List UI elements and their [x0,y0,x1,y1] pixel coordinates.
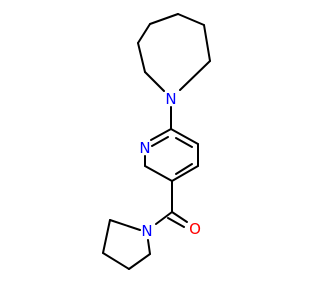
bond [179,60,211,91]
bond [171,165,199,182]
bond [147,239,151,255]
bond [171,211,188,223]
bond [144,165,173,182]
bond [128,253,151,270]
bond [102,252,130,270]
bond [175,137,193,148]
pyridine-ring [144,128,199,182]
bond [102,219,111,254]
bond [203,24,211,62]
pyrrolidine-ring [102,219,151,270]
molecule-structure: N N O N [102,13,211,270]
carbonyl-oxygen-label: O [189,220,201,238]
bond [151,136,169,147]
pyrrolidine-nitrogen-label: N [141,222,152,240]
bond [167,217,185,228]
bond [137,23,151,44]
bond [150,128,172,141]
azepane-nitrogen-label: N [165,90,176,108]
bond [175,163,193,175]
bond [144,71,165,92]
bond [149,13,179,25]
bond [177,13,205,26]
pyridine-nitrogen-label: N [139,139,150,157]
bond [137,42,146,73]
bond [170,128,199,145]
bond [155,211,173,225]
carbonyl-group [155,180,188,228]
bond [109,219,141,231]
azepane-ring [137,13,211,92]
